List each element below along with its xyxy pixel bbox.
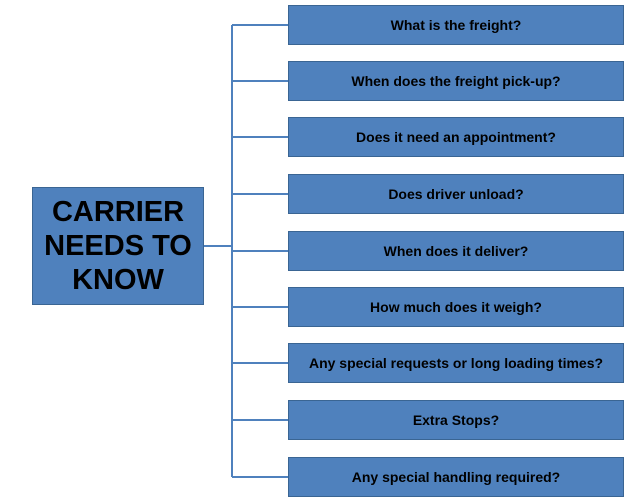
item-appointment: Does it need an appointment? xyxy=(288,117,624,157)
item-extra-stops: Extra Stops? xyxy=(288,400,624,440)
item-pickup-time: When does the freight pick-up? xyxy=(288,61,624,101)
item-special-requests: Any special requests or long loading tim… xyxy=(288,343,624,383)
item-label: When does it deliver? xyxy=(383,242,529,259)
item-label: Extra Stops? xyxy=(412,411,500,428)
item-delivery-time: When does it deliver? xyxy=(288,231,624,271)
item-label: Any special requests or long loading tim… xyxy=(308,354,604,371)
item-freight: What is the freight? xyxy=(288,5,624,45)
item-label: Any special handling required? xyxy=(351,468,561,485)
root-node: CARRIER NEEDS TO KNOW xyxy=(32,187,204,305)
item-label: Does driver unload? xyxy=(388,185,524,202)
item-label: What is the freight? xyxy=(390,16,522,33)
item-driver-unload: Does driver unload? xyxy=(288,174,624,214)
item-label: How much does it weigh? xyxy=(370,298,542,315)
root-label: CARRIER NEEDS TO KNOW xyxy=(44,196,192,296)
item-special-handling: Any special handling required? xyxy=(288,457,624,497)
item-weight: How much does it weigh? xyxy=(288,287,624,327)
item-label: Does it need an appointment? xyxy=(356,128,556,145)
item-label: When does the freight pick-up? xyxy=(351,72,561,89)
